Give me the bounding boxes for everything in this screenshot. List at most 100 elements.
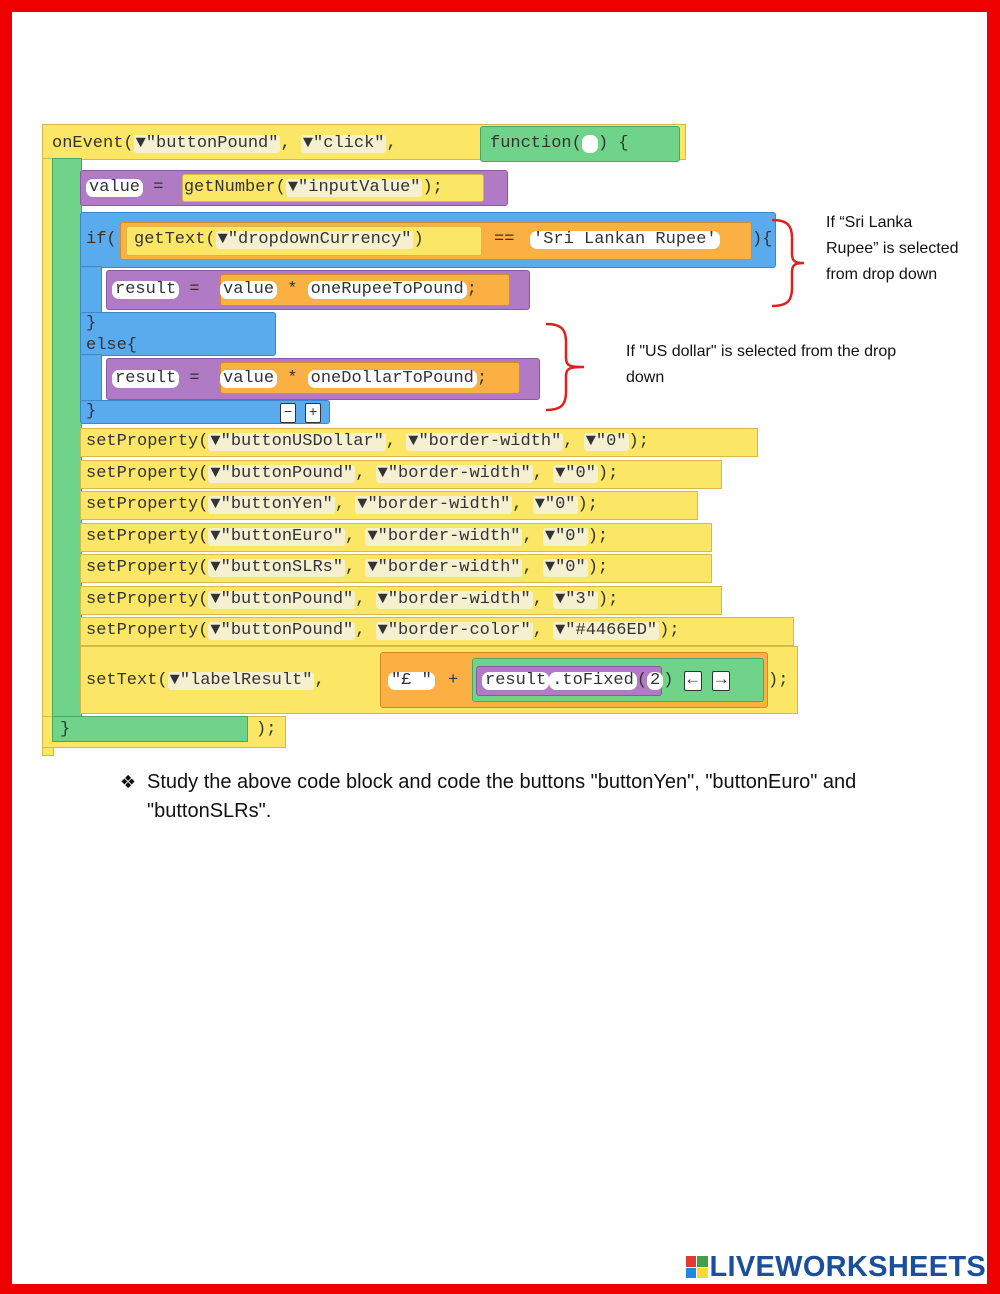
- setproperty-block[interactable]: [80, 586, 722, 615]
- onevent-close: );: [256, 720, 277, 739]
- rupee-string[interactable]: 'Sri Lankan Rupee': [530, 230, 720, 250]
- property-dropdown[interactable]: ▼"border-width": [365, 558, 523, 577]
- onevent-keyword: onEvent(: [52, 134, 134, 153]
- value-dropdown[interactable]: ▼"3": [553, 590, 598, 609]
- variable-onedollartopound[interactable]: oneDollarToPound: [307, 370, 477, 388]
- property-dropdown[interactable]: ▼"border-width": [375, 464, 533, 483]
- separator: ,: [345, 527, 366, 546]
- result-line-1: result = value * oneRupeeToPound;: [112, 280, 477, 300]
- pound-string[interactable]: "£ ": [388, 671, 435, 691]
- variable-result[interactable]: result: [112, 281, 180, 299]
- liveworksheets-logo: LIVEWORKSHEETS: [685, 1250, 987, 1283]
- getnumber-block[interactable]: [182, 174, 484, 202]
- separator: ,: [355, 464, 376, 483]
- element-id-dropdown[interactable]: ▼"buttonEuro": [208, 527, 346, 546]
- property-dropdown[interactable]: ▼"border-width": [355, 495, 513, 514]
- settext-end: );: [768, 671, 789, 690]
- operator: =: [143, 178, 174, 197]
- note-line: If “Sri Lanka: [826, 214, 913, 231]
- labelresult-dropdown[interactable]: ▼"labelResult": [167, 671, 315, 690]
- element-id-dropdown[interactable]: ▼"buttonPound": [208, 621, 356, 640]
- statement-end: );: [422, 178, 443, 197]
- setproperty-block[interactable]: [80, 523, 712, 552]
- element-id-dropdown[interactable]: ▼"buttonPound": [208, 464, 356, 483]
- paren-open: (: [636, 671, 648, 690]
- variable-onerupeetopound[interactable]: oneRupeeToPound: [307, 281, 467, 299]
- value-dropdown[interactable]: ▼"0": [583, 432, 629, 451]
- separator: ,: [522, 558, 543, 577]
- variable-value[interactable]: value: [220, 370, 278, 388]
- note-line: from drop down: [826, 266, 938, 283]
- paren-close: ): [413, 230, 424, 249]
- note-line: Rupee” is selected: [826, 240, 959, 257]
- value-dropdown[interactable]: ▼"0": [542, 558, 588, 577]
- function-close-brace: }: [60, 720, 71, 739]
- else-block[interactable]: [80, 312, 276, 356]
- property-dropdown[interactable]: ▼"border-color": [375, 621, 533, 640]
- setproperty-block[interactable]: [80, 491, 698, 520]
- statement-end: ;: [476, 369, 488, 388]
- gettext-call: getText(: [134, 230, 216, 249]
- element-id-dropdown[interactable]: ▼"buttonYen": [208, 495, 335, 514]
- element-id-dropdown[interactable]: ▼"buttonPound": [133, 134, 281, 153]
- separator: ,: [532, 464, 554, 483]
- variable-result[interactable]: result: [112, 370, 180, 388]
- setproperty-call: setProperty(: [86, 432, 209, 451]
- statement-end: );: [587, 527, 609, 546]
- getnumber-call: getNumber(: [183, 178, 286, 197]
- equals-operator: ==: [494, 230, 515, 249]
- setproperty-call: setProperty(: [86, 495, 209, 514]
- value-dropdown[interactable]: ▼"#4466ED": [553, 621, 660, 640]
- separator: ,: [512, 495, 533, 514]
- setproperty-block[interactable]: [80, 460, 722, 489]
- operator: *: [277, 280, 308, 299]
- logo-text: LIVEWORKSHEETS: [709, 1250, 986, 1283]
- string-literal[interactable]: 'Sri Lankan Rupee': [530, 231, 720, 249]
- rupee-note: If “Sri Lanka Rupee” is selected from dr…: [826, 210, 959, 288]
- value-dropdown[interactable]: ▼"0": [542, 527, 588, 546]
- setproperty-line: setProperty(▼"buttonYen", ▼"border-width…: [86, 495, 598, 515]
- string-literal[interactable]: "£ ": [388, 672, 435, 690]
- separator: ,: [355, 590, 376, 609]
- variable-value[interactable]: value: [220, 281, 278, 299]
- remove-arg-button[interactable]: ←: [683, 671, 702, 691]
- tofixed-line: result.toFixed(2) ← →: [482, 671, 731, 691]
- add-else-button[interactable]: +: [304, 403, 322, 423]
- else-keyword: else{: [86, 336, 138, 355]
- tofixed-method[interactable]: .toFixed: [549, 672, 637, 690]
- separator: ,: [386, 134, 407, 153]
- gettext-line: getText(▼"dropdownCurrency"): [134, 230, 424, 250]
- function-body: [52, 158, 82, 742]
- if-keyword: if(: [86, 230, 117, 249]
- else-buttons: − +: [280, 403, 322, 423]
- dropdowncurrency-dropdown[interactable]: ▼"dropdownCurrency": [215, 230, 414, 249]
- value-dropdown[interactable]: ▼"0": [532, 495, 578, 514]
- variable-result[interactable]: result: [482, 672, 550, 690]
- separator: ,: [345, 558, 366, 577]
- property-dropdown[interactable]: ▼"border-width": [375, 590, 533, 609]
- setproperty-call: setProperty(: [86, 558, 209, 577]
- function-param-slot[interactable]: [581, 135, 599, 153]
- if-open: ){: [752, 230, 773, 249]
- separator: ,: [385, 432, 407, 451]
- variable-value[interactable]: value: [86, 179, 144, 197]
- element-id-dropdown[interactable]: ▼"buttonSLRs": [208, 558, 346, 577]
- separator: ,: [314, 671, 325, 690]
- property-dropdown[interactable]: ▼"border-width": [365, 527, 523, 546]
- decimals-number[interactable]: 2: [647, 672, 664, 690]
- event-type-dropdown[interactable]: ▼"click": [300, 134, 387, 153]
- setproperty-line: setProperty(▼"buttonPound", ▼"border-wid…: [86, 590, 618, 610]
- inputvalue-dropdown[interactable]: ▼"inputValue": [285, 178, 423, 197]
- property-dropdown[interactable]: ▼"border-width": [406, 432, 564, 451]
- operator: =: [179, 280, 210, 299]
- add-arg-button[interactable]: →: [712, 671, 731, 691]
- function-block[interactable]: [480, 126, 680, 162]
- setproperty-call: setProperty(: [86, 527, 209, 546]
- value-dropdown[interactable]: ▼"0": [553, 464, 598, 483]
- separator: ,: [532, 590, 554, 609]
- onevent-line: onEvent(▼"buttonPound", ▼"click",: [52, 134, 407, 154]
- element-id-dropdown[interactable]: ▼"buttonPound": [208, 590, 356, 609]
- remove-else-button[interactable]: −: [280, 403, 297, 423]
- element-id-dropdown[interactable]: ▼"buttonUSDollar": [208, 432, 386, 451]
